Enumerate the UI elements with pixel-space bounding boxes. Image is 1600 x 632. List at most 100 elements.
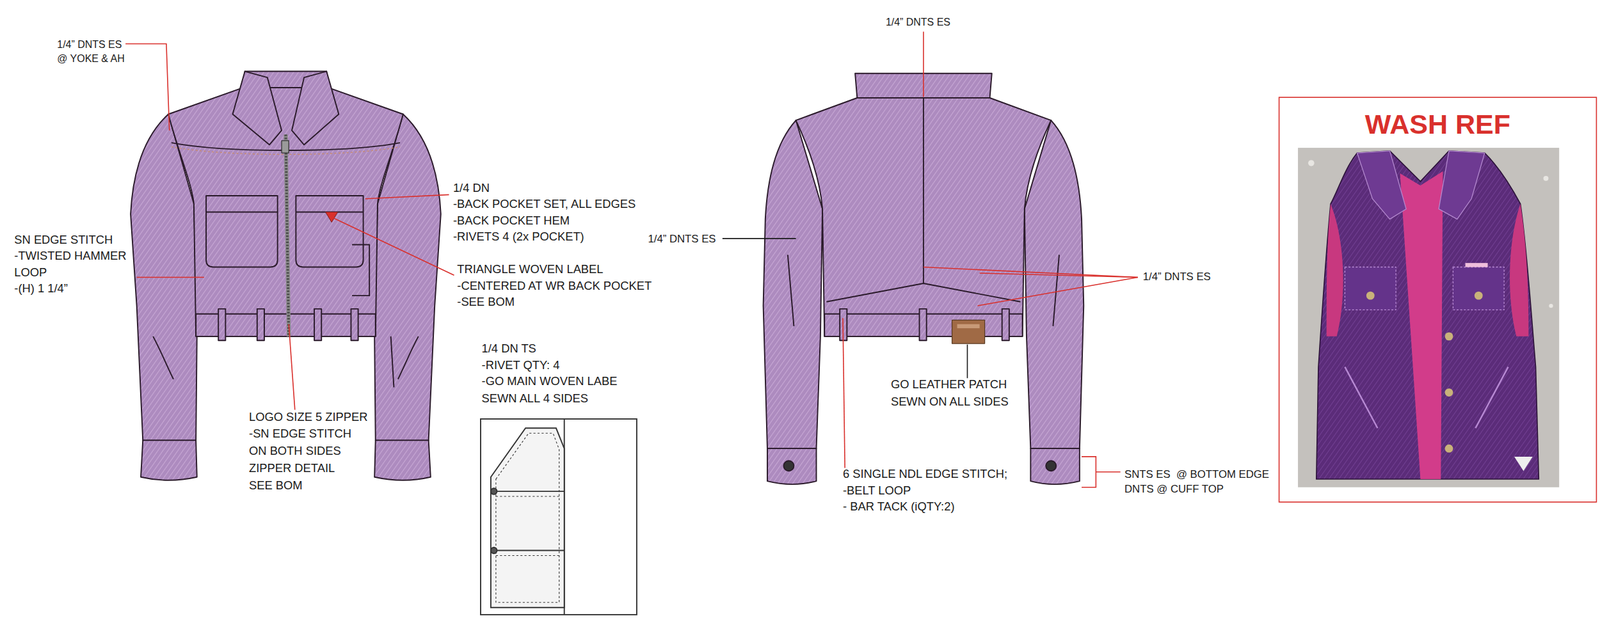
vest-body xyxy=(1316,151,1540,480)
vest-button xyxy=(1445,444,1454,454)
callout-text: DNTS @ CUFF TOP xyxy=(1124,483,1224,495)
left-cuff xyxy=(767,448,817,485)
pocket-seam xyxy=(206,211,278,214)
zipper-teeth xyxy=(285,134,289,337)
sleeve-crease xyxy=(391,336,395,388)
leader-lines xyxy=(125,31,1138,488)
callout-text: -BACK POCKET SET, ALL EDGES xyxy=(453,199,636,211)
leader-line xyxy=(967,344,969,379)
back-body xyxy=(796,97,1052,337)
callout-text: 1/4 DN xyxy=(453,183,490,195)
center-seam xyxy=(922,97,925,284)
callout-text: SNTS ES @ BOTTOM EDGE xyxy=(1124,469,1270,480)
left-sleeve xyxy=(763,120,823,449)
zipper-pull xyxy=(281,140,289,153)
detail-frame xyxy=(480,419,637,616)
triangle-label xyxy=(325,211,338,223)
rivet xyxy=(490,547,498,555)
cuff-bracket xyxy=(1081,456,1121,488)
callout-text: SEWN ALL 4 SIDES xyxy=(481,394,589,406)
floor-speck xyxy=(1308,160,1315,167)
pocket-stitch xyxy=(496,555,560,557)
callout-text: -RIVETS 4 (2x POCKET) xyxy=(453,231,585,244)
leader-line xyxy=(842,318,845,468)
right-sleeve xyxy=(1024,120,1084,449)
callout-text: TRIANGLE WOVEN LABEL xyxy=(456,264,603,276)
right-cuff xyxy=(1030,448,1080,485)
callout-text: ZIPPER DETAIL xyxy=(248,463,335,475)
collar-right xyxy=(291,71,339,146)
left-cuff xyxy=(140,440,198,480)
patch-detail xyxy=(957,324,980,329)
sleeve-crease xyxy=(1052,254,1060,327)
vest-button xyxy=(1366,291,1375,301)
vest-collar xyxy=(1357,151,1407,220)
callout-text: 1/4 DN TS xyxy=(481,343,537,356)
leader-line xyxy=(136,277,205,279)
belt-loop xyxy=(218,309,226,341)
callout-text: 1/4” DNTS ES xyxy=(885,17,951,28)
callout-text: ON BOTH SIDES xyxy=(248,446,342,458)
pocket-tag xyxy=(1465,263,1488,267)
zipper-tape xyxy=(285,134,289,337)
callout-text: -TWISTED HAMMER xyxy=(14,250,127,263)
box-heading: WASH REF xyxy=(1279,97,1596,141)
callout-text: 1/4” DNTS ES xyxy=(56,39,122,50)
vest-button xyxy=(1445,388,1454,397)
wash-ref-box: WASH REF xyxy=(1278,96,1597,503)
chest-pocket xyxy=(295,195,363,268)
pocket-stitch xyxy=(496,433,560,603)
cuff-button xyxy=(1045,460,1056,472)
leader-line xyxy=(977,277,1138,306)
belt-loop xyxy=(257,309,265,341)
callout-text: -RIVET QTY: 4 xyxy=(481,360,560,372)
callout-text: -CENTERED AT WR BACK POCKET xyxy=(456,280,652,293)
belt-loop xyxy=(1002,309,1010,341)
leader-line xyxy=(722,238,797,240)
callout-text: - BAR TACK (iQTY:2) xyxy=(842,501,955,514)
vest-armhole xyxy=(1509,204,1529,337)
leader-line xyxy=(333,218,454,276)
callout-text: 1/4” DNTS ES xyxy=(647,233,716,245)
leather-patch xyxy=(952,320,985,344)
vest-armhole xyxy=(1326,204,1344,337)
callout-text: 1/4” DNTS ES xyxy=(1143,270,1211,282)
lower-back-seam xyxy=(826,283,1021,303)
pocket-outline xyxy=(490,428,565,608)
pocket-seam xyxy=(490,550,565,552)
callout-text: -SEE BOM xyxy=(456,296,515,309)
leader-line xyxy=(125,44,170,131)
sleeve-crease xyxy=(398,336,419,380)
vest-button xyxy=(1445,332,1454,341)
leader-line xyxy=(923,267,1138,278)
pocket-seam xyxy=(490,490,565,493)
chest-pocket xyxy=(206,195,278,268)
callout-text: LOOP xyxy=(14,267,47,280)
vest-pocket xyxy=(1344,267,1396,311)
callout-text: GO LEATHER PATCH xyxy=(890,379,1007,392)
slant-pocket xyxy=(1344,367,1378,429)
vest-collar xyxy=(1438,151,1485,220)
inner-tee xyxy=(1400,171,1444,480)
callout-text: -BELT LOOP xyxy=(842,485,911,498)
slant-pocket xyxy=(1475,367,1508,429)
vest-triangle-label xyxy=(1514,456,1533,472)
sleeve-crease xyxy=(152,336,174,380)
callout-text: SEE BOM xyxy=(248,480,303,493)
leader-line xyxy=(365,194,450,199)
rivet xyxy=(490,488,498,495)
belt-loop xyxy=(919,309,927,341)
vest-pocket xyxy=(1452,267,1504,311)
pocket-stitch xyxy=(496,496,560,498)
front-jacket xyxy=(130,71,441,481)
hip-pocket xyxy=(352,244,370,296)
vest-button xyxy=(1474,291,1483,301)
callout-text: -GO MAIN WOVEN LABE xyxy=(481,376,618,388)
callout-text: SEWN ON ALL SIDES xyxy=(890,396,1009,409)
callout-text: SN EDGE STITCH xyxy=(14,234,113,247)
callout-text: LOGO SIZE 5 ZIPPER xyxy=(248,412,368,424)
pocket-detail xyxy=(480,419,637,616)
